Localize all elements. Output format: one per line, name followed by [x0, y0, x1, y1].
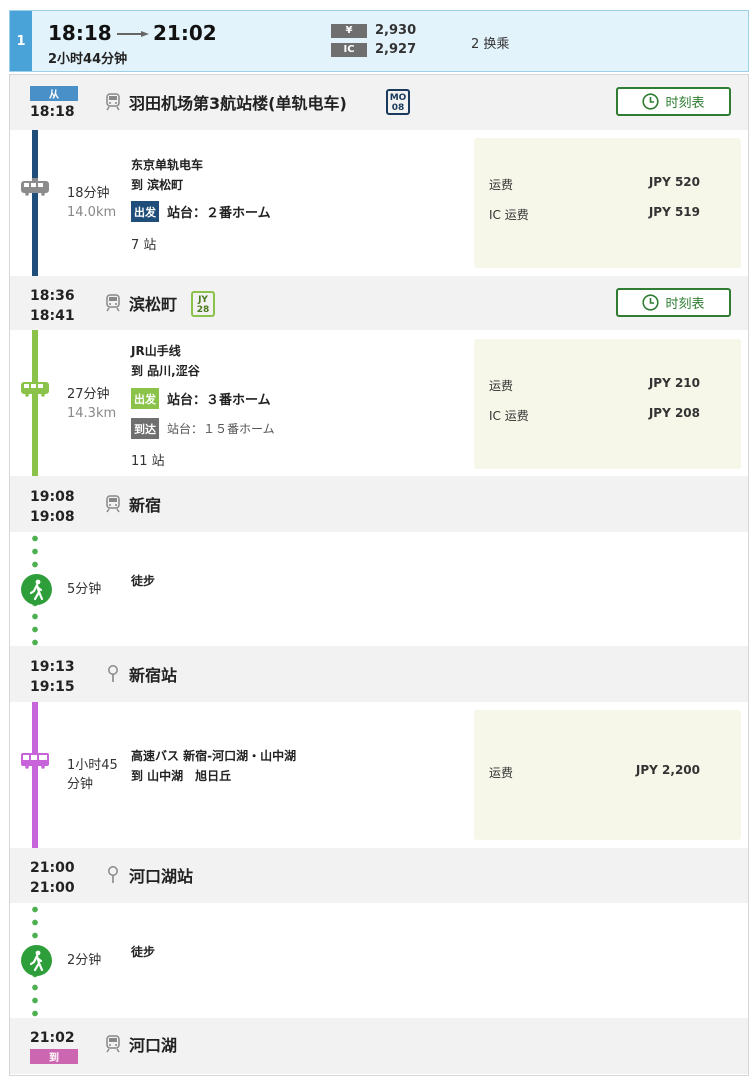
fare-value: JPY 210 [648, 376, 700, 390]
total-duration: 2小时44分钟 [48, 52, 128, 67]
arrow-right-icon [117, 31, 149, 37]
fare-box: 运费 JPY 2,200 [474, 710, 741, 840]
timetable-label: 时刻表 [665, 297, 705, 312]
fare-label: 运费 [489, 379, 514, 393]
timetable-button[interactable]: 时刻表 [616, 87, 731, 116]
arrive-badge: 到达 [131, 418, 159, 439]
ic-fare-row: IC 2,927 [331, 42, 416, 57]
stop-name[interactable]: 新宿站 [129, 666, 178, 685]
route-index: 1 [10, 11, 32, 71]
route-summary[interactable]: 1 18:18 21:02 2小时44分钟 ¥ 2,930 IC 2,927 2… [9, 10, 749, 72]
clock-icon [642, 294, 660, 311]
to-tag: 到 [30, 1049, 78, 1064]
stop-row-kawaguchiko-bus: 21:00 21:00 河口湖站 [10, 848, 748, 903]
line-name[interactable]: 东京单轨电车 [131, 158, 204, 172]
train-station-icon [106, 294, 120, 312]
line-name[interactable]: JR山手线 [131, 344, 181, 358]
platform-text: 站台：１５番ホーム [167, 422, 275, 436]
route-line-yamanote [32, 330, 38, 476]
cash-fare-row: ¥ 2,930 [331, 23, 416, 38]
fare-label: 运费 [489, 178, 514, 192]
transfer-count: 2 换乘 [471, 37, 510, 52]
fare-box: 运费 JPY 520 IC 运费 JPY 519 [474, 138, 741, 268]
departure-time: 18:41 [30, 308, 75, 324]
train-station-icon [106, 1035, 120, 1053]
stop-time: 18:18 [30, 104, 75, 120]
cash-fare: 2,930 [375, 23, 417, 38]
arrival-time: 19:13 [30, 659, 75, 675]
departure-platform: 出发 站台：２番ホーム [131, 201, 271, 222]
segment-duration: 18分钟 [67, 186, 110, 201]
bus-stop-icon [108, 866, 118, 883]
bus-icon [21, 753, 49, 769]
stop-name[interactable]: 河口湖 [129, 1036, 178, 1055]
route-detail-panel [9, 74, 749, 1076]
segment-duration: 5分钟 [67, 582, 102, 597]
ic-fare-value: JPY 208 [648, 406, 700, 420]
yen-tag: ¥ [331, 23, 367, 38]
train-icon [21, 379, 49, 397]
clock-icon [642, 93, 660, 110]
stop-row-shinjuku: 19:08 19:08 新宿 [10, 476, 748, 532]
train-station-icon [106, 495, 120, 513]
segment-duration: 27分钟 [67, 387, 110, 402]
direction: 到 滨松町 [131, 178, 184, 192]
stop-name[interactable]: 羽田机场第3航站楼(单轨电车) [129, 94, 347, 113]
departure-platform: 出发 站台：３番ホーム [131, 388, 271, 409]
segment-distance: 14.3km [67, 406, 117, 421]
route-line-monorail [32, 130, 38, 276]
departure-time: 18:18 [48, 21, 112, 45]
from-tag: 从 [30, 86, 78, 101]
stop-row-shinjuku-bus: 19:13 19:15 新宿站 [10, 646, 748, 702]
ic-fare-label: IC 运费 [489, 208, 529, 222]
stop-name[interactable]: 河口湖站 [129, 867, 194, 886]
segment-distance: 14.0km [67, 205, 117, 220]
depart-badge: 出发 [131, 388, 159, 409]
arrival-time: 21:02 [153, 21, 217, 45]
route-line-bus [32, 702, 38, 848]
segment-duration: 2分钟 [67, 953, 102, 968]
fare-label: 运费 [489, 766, 514, 780]
arrival-time: 21:00 [30, 860, 75, 876]
line-name[interactable]: 高速バス 新宿-河口湖・山中湖 [131, 749, 297, 763]
walking-person-icon [21, 574, 52, 605]
platform-text: 站台：３番ホーム [167, 393, 271, 408]
platform-text: 站台：２番ホーム [167, 206, 271, 221]
ic-fare: 2,927 [375, 42, 417, 57]
walk-label: 徒步 [131, 945, 156, 959]
stops-count[interactable]: 7 站 [131, 238, 157, 253]
ic-fare-value: JPY 519 [648, 205, 700, 219]
timetable-button[interactable]: 时刻表 [616, 288, 731, 317]
stop-name[interactable]: 滨松町 [129, 295, 178, 314]
train-station-icon [106, 93, 120, 111]
fare-box: 运费 JPY 210 IC 运费 JPY 208 [474, 339, 741, 469]
stop-row-kawaguchiko: 21:02 到 河口湖 [10, 1018, 748, 1074]
bus-stop-icon [108, 665, 118, 682]
direction: 到 山中湖 旭日丘 [131, 769, 232, 783]
direction: 到 品川,涩谷 [131, 364, 200, 378]
stop-name[interactable]: 新宿 [129, 496, 162, 515]
arrival-time: 18:36 [30, 288, 75, 304]
timetable-label: 时刻表 [665, 96, 705, 111]
walk-label: 徒步 [131, 574, 156, 588]
depart-badge: 出发 [131, 201, 159, 222]
fare-value: JPY 2,200 [635, 763, 700, 777]
segment-duration: 1小时45分钟 [67, 758, 118, 792]
arrival-time: 19:08 [30, 489, 75, 505]
arrival-platform: 到达 站台：１５番ホーム [131, 418, 275, 439]
departure-time: 21:00 [30, 880, 75, 896]
stops-count[interactable]: 11 站 [131, 454, 165, 469]
arrival-time: 21:02 [30, 1030, 75, 1046]
fare-value: JPY 520 [648, 175, 700, 189]
departure-time: 19:08 [30, 509, 75, 525]
ic-tag: IC [331, 42, 367, 57]
departure-time: 19:15 [30, 679, 75, 695]
ic-fare-label: IC 运费 [489, 409, 529, 423]
train-icon [21, 178, 49, 196]
walking-person-icon [21, 945, 52, 976]
